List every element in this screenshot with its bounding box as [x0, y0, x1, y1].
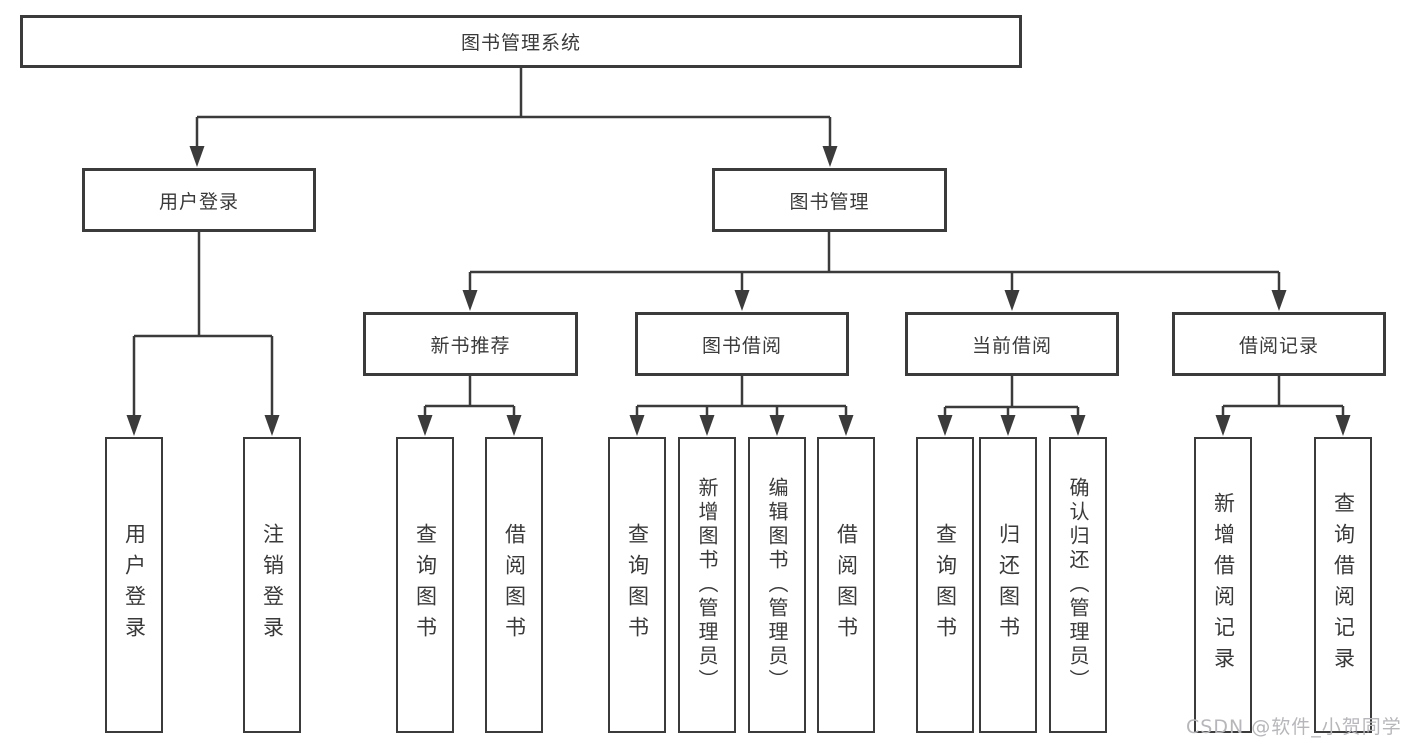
leaf-recommend-borrow-book-label: 借阅图书	[502, 523, 527, 647]
leaf-records-query-record-label: 查询借阅记录	[1331, 492, 1356, 678]
leaf-borrow-edit-book-admin-label: 编辑图书（管理员）	[765, 477, 789, 693]
node-borrow-records-label: 借阅记录	[1238, 334, 1319, 357]
node-user-login-branch-label: 用户登录	[158, 190, 239, 213]
leaf-borrow-borrow-book: 借阅图书	[817, 437, 875, 733]
leaf-borrow-query-book-label: 查询图书	[625, 523, 650, 647]
leaf-current-return-book: 归还图书	[979, 437, 1037, 733]
node-root-label: 图书管理系统	[460, 32, 581, 54]
leaf-current-query-book: 查询图书	[916, 437, 974, 733]
node-new-book-recommend: 新书推荐	[363, 312, 578, 376]
leaf-current-query-book-label: 查询图书	[933, 523, 958, 647]
leaf-records-query-record: 查询借阅记录	[1314, 437, 1372, 733]
leaf-user-login-label: 用户登录	[122, 523, 147, 647]
node-book-management-branch: 图书管理	[712, 168, 947, 232]
node-new-book-recommend-label: 新书推荐	[430, 334, 511, 357]
connector-user-to-leaves	[132, 232, 274, 415]
csdn-watermark: CSDN @软件_小贺同学	[1186, 716, 1402, 738]
node-user-login-branch: 用户登录	[82, 168, 316, 232]
leaf-current-return-book-label: 归还图书	[996, 523, 1021, 647]
leaf-records-add-record: 新增借阅记录	[1194, 437, 1252, 733]
connector-mgmt-to-modules	[468, 232, 1281, 290]
leaf-borrow-borrow-book-label: 借阅图书	[834, 523, 859, 647]
node-book-borrow: 图书借阅	[635, 312, 849, 376]
connector-root-to-branches	[195, 68, 832, 147]
leaf-borrow-query-book: 查询图书	[608, 437, 666, 733]
leaf-borrow-edit-book-admin: 编辑图书（管理员）	[748, 437, 806, 733]
connector-records-to-leaves	[1221, 376, 1345, 415]
leaf-current-confirm-return-admin: 确认归还（管理员）	[1049, 437, 1107, 733]
leaf-borrow-add-book-admin: 新增图书（管理员）	[678, 437, 736, 733]
leaf-borrow-add-book-admin-label: 新增图书（管理员）	[695, 477, 719, 693]
leaf-recommend-query-book: 查询图书	[396, 437, 454, 733]
connector-borrow-to-leaves	[635, 376, 848, 415]
node-borrow-records: 借阅记录	[1172, 312, 1386, 376]
leaf-current-confirm-return-admin-label: 确认归还（管理员）	[1066, 477, 1090, 693]
node-current-borrow-label: 当前借阅	[971, 334, 1052, 357]
connector-recommend-to-leaves	[423, 376, 516, 415]
leaf-records-add-record-label: 新增借阅记录	[1211, 492, 1236, 678]
leaf-logout-login: 注销登录	[243, 437, 301, 733]
node-current-borrow: 当前借阅	[905, 312, 1119, 376]
leaf-user-login: 用户登录	[105, 437, 163, 733]
connector-current-to-leaves	[943, 376, 1080, 415]
node-book-management-branch-label: 图书管理	[789, 190, 870, 213]
leaf-logout-login-label: 注销登录	[260, 523, 285, 647]
node-root: 图书管理系统	[20, 15, 1022, 68]
node-book-borrow-label: 图书借阅	[701, 334, 782, 357]
leaf-recommend-query-book-label: 查询图书	[413, 523, 438, 647]
leaf-recommend-borrow-book: 借阅图书	[485, 437, 543, 733]
